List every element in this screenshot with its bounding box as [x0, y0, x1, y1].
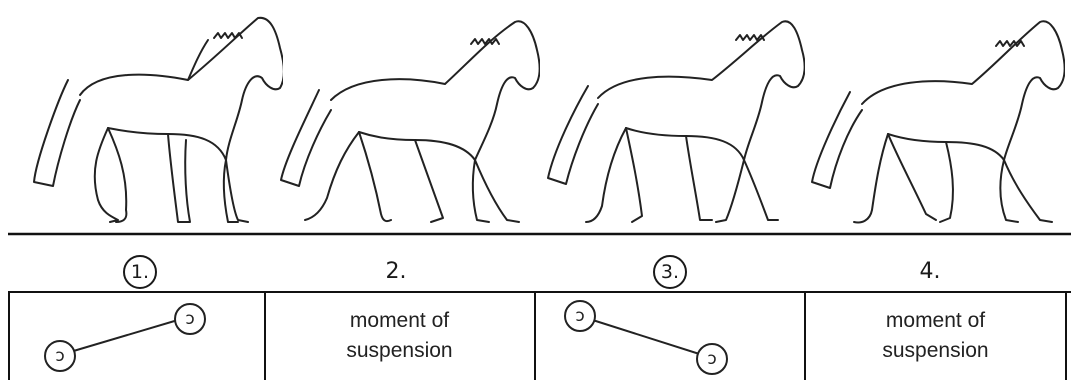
hoof-marker-low-3: ɔ [696, 343, 728, 375]
step-label-4: 4. [919, 259, 941, 284]
hoof-connector-3 [579, 315, 713, 359]
horse-figure-3 [547, 20, 805, 223]
horse-figure-1 [33, 16, 283, 223]
step-2-text-line-1: moment of [349, 309, 450, 332]
step-label-3: 3. [650, 252, 690, 292]
step-2-description: moment of suspension [267, 306, 532, 366]
step-4-description: moment of suspension [803, 306, 1068, 366]
hoof-marker-high-1: ɔ [174, 303, 206, 335]
hoof-marker-high-3: ɔ [564, 300, 596, 332]
step-4-text-line-2: suspension [882, 339, 989, 362]
horse-figure-2 [280, 20, 540, 223]
horse-figure-4 [811, 20, 1065, 224]
step-label-1: 1. [120, 252, 160, 292]
hoof-connector-1 [59, 316, 189, 356]
step-2-text-line-2: suspension [346, 339, 453, 362]
hoof-marker-low-1: ɔ [44, 340, 76, 372]
step-4-text-line-1: moment of [885, 309, 986, 332]
step-label-2: 2. [385, 259, 407, 284]
